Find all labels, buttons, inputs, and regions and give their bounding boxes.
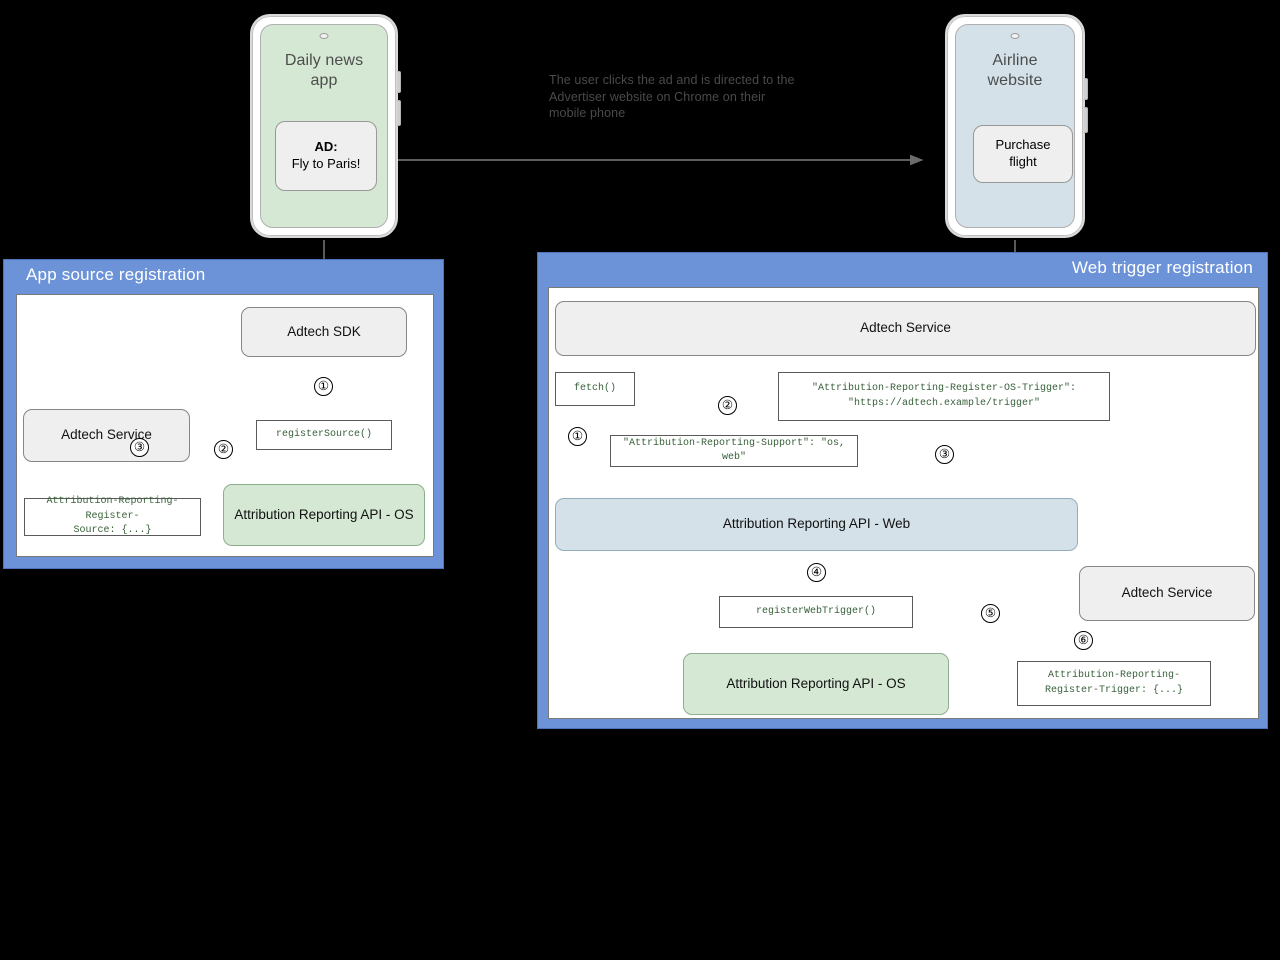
node-adtech-service-top-right-label: Adtech Service <box>860 320 951 336</box>
ad-card-text: Fly to Paris! <box>291 156 361 171</box>
phone-power-button <box>1084 78 1088 100</box>
step-marker-1-left: ① <box>314 377 333 396</box>
codebox-register-source: registerSource() <box>256 420 392 450</box>
codebox-fetch: fetch() <box>555 372 635 406</box>
node-attribution-reporting-api-os-left[interactable]: Attribution Reporting API - OS <box>223 484 425 546</box>
codebox-attribution-reporting-support: "Attribution-Reporting-Support": "os, we… <box>610 435 858 467</box>
phone-left: Daily news app AD: Fly to Paris! <box>250 14 401 238</box>
codebox-register-source-header: Attribution-Reporting-Register- Source: … <box>24 496 201 537</box>
node-ar-api-os-right-label: Attribution Reporting API - OS <box>726 675 906 691</box>
node-adtech-service-left-label: Adtech Service <box>61 427 152 443</box>
node-adtech-service-top-right[interactable]: Adtech Service <box>555 301 1256 356</box>
phone-camera-icon <box>319 33 329 39</box>
step-marker-6-right: ⑥ <box>1074 631 1093 650</box>
node-attribution-reporting-api-os-right[interactable]: Attribution Reporting API - OS <box>683 653 949 715</box>
node-adtech-service-bottom-right-label: Adtech Service <box>1121 585 1213 601</box>
purchase-flight-line1: Purchase <box>995 137 1051 153</box>
phone-left-title: Daily news app <box>284 52 364 90</box>
codebox-register-web-trigger-text: registerWebTrigger() <box>755 605 877 617</box>
node-attribution-reporting-api-web[interactable]: Attribution Reporting API - Web <box>555 498 1078 551</box>
phone-right-title: Airline website <box>987 52 1043 90</box>
node-adtech-sdk[interactable]: Adtech SDK <box>241 307 407 357</box>
step-marker-1-right: ① <box>568 427 587 446</box>
step-marker-2-left: ② <box>214 440 233 459</box>
step-marker-3-right: ③ <box>935 445 954 464</box>
step-marker-3-left: ③ <box>130 438 149 457</box>
node-ar-api-os-left-label: Attribution Reporting API - OS <box>234 506 414 522</box>
codebox-register-source-header-text: Attribution-Reporting-Register- Source: … <box>46 496 179 537</box>
node-adtech-service-left[interactable]: Adtech Service <box>23 409 190 462</box>
phone-camera-icon <box>1010 33 1020 39</box>
codebox-fetch-text: fetch() <box>573 382 616 394</box>
step-marker-4-right: ④ <box>807 563 826 582</box>
codebox-register-trigger-header: Attribution-Reporting- Register-Trigger:… <box>1017 661 1211 706</box>
phone-right: Airline website Purchase flight <box>945 14 1088 238</box>
codebox-attribution-reporting-support-text: "Attribution-Reporting-Support": "os, we… <box>622 437 846 464</box>
phone-volume-button <box>397 100 401 126</box>
panel-web-trigger-title: Web trigger registration <box>1071 258 1253 277</box>
flow-annotation: The user clicks the ad and is directed t… <box>549 73 795 121</box>
codebox-register-trigger-header-text: Attribution-Reporting- Register-Trigger:… <box>1044 670 1184 696</box>
node-ar-api-web-label: Attribution Reporting API - Web <box>722 516 911 532</box>
panel-app-source-title: App source registration <box>26 265 206 284</box>
phone-power-button <box>397 71 401 93</box>
phone-right-screen: Airline website Purchase flight <box>955 24 1075 228</box>
codebox-register-source-text: registerSource() <box>275 428 372 440</box>
purchase-flight-line2: flight <box>1009 154 1037 169</box>
codebox-register-os-trigger: "Attribution-Reporting-Register-OS-Trigg… <box>778 372 1110 421</box>
node-adtech-service-bottom-right[interactable]: Adtech Service <box>1079 566 1255 621</box>
ad-card[interactable]: AD: Fly to Paris! <box>275 121 377 191</box>
codebox-register-os-trigger-text: "Attribution-Reporting-Register-OS-Trigg… <box>811 383 1077 409</box>
step-marker-2-right: ② <box>718 396 737 415</box>
purchase-flight-card[interactable]: Purchase flight <box>973 125 1073 183</box>
codebox-register-web-trigger: registerWebTrigger() <box>719 596 913 628</box>
step-marker-5-right: ⑤ <box>981 604 1000 623</box>
node-adtech-sdk-label: Adtech SDK <box>287 323 361 339</box>
phone-left-screen: Daily news app AD: Fly to Paris! <box>260 24 388 228</box>
phone-volume-button <box>1084 107 1088 133</box>
ad-card-label: AD: <box>314 139 338 155</box>
